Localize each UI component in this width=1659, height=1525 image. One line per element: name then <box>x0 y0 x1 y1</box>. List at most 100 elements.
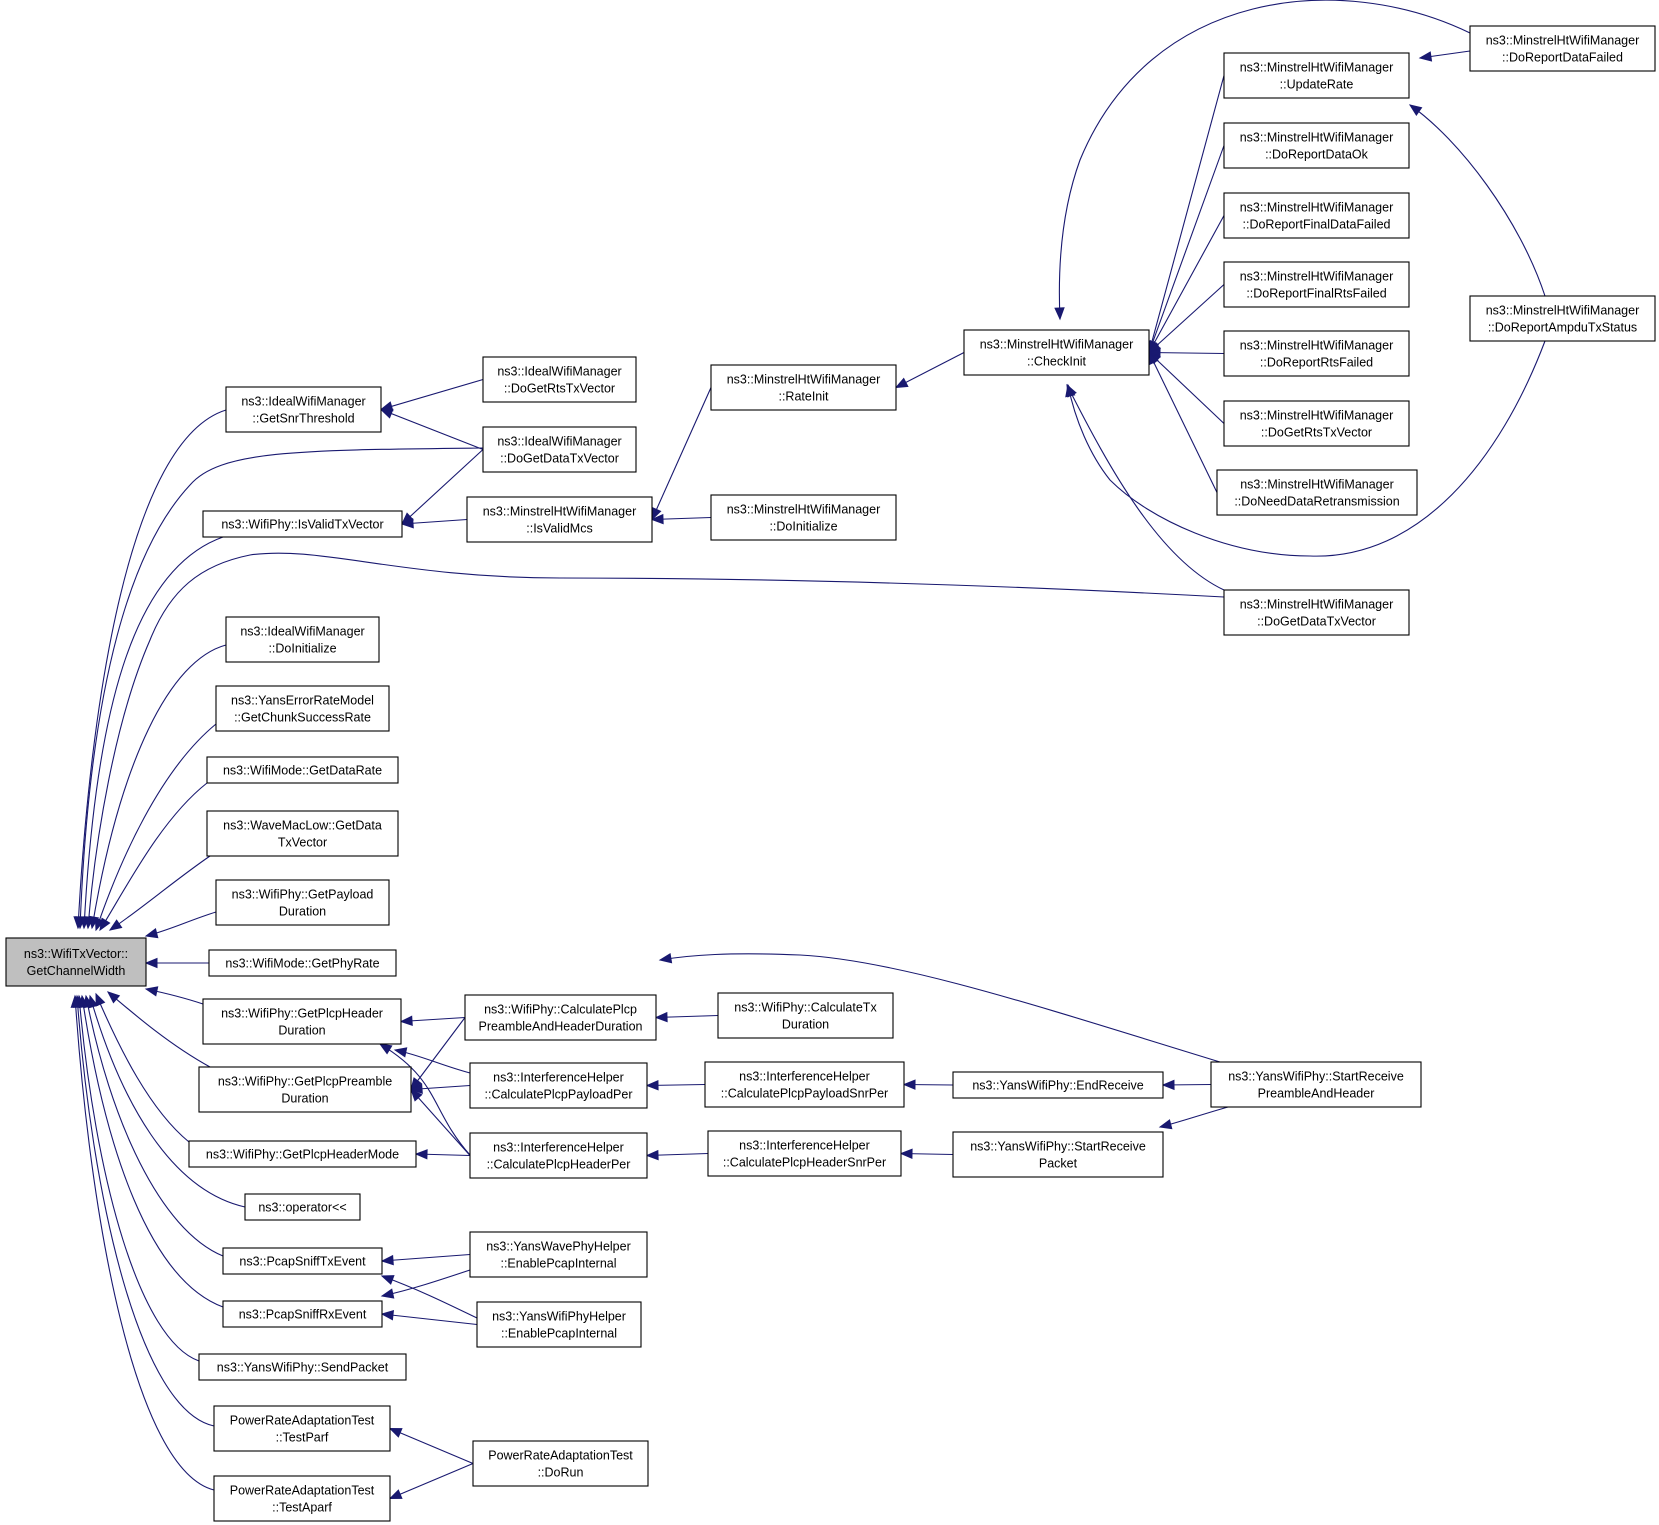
node-mht_doneeddata[interactable]: ns3::MinstrelHtWifiManager::DoNeedDataRe… <box>1216 469 1418 516</box>
node-mht_dogetrts[interactable]: ns3::MinstrelHtWifiManager::DoGetRtsTxVe… <box>1223 400 1410 447</box>
node-box <box>213 1405 391 1452</box>
edge-test_dorun-to-test_parf <box>388 1427 474 1465</box>
node-mht_doinit[interactable]: ns3::MinstrelHtWifiManager::DoInitialize <box>710 494 897 541</box>
node-mht_reportfinalrts[interactable]: ns3::MinstrelHtWifiManager::DoReportFina… <box>1223 261 1410 308</box>
edge-arrowhead <box>106 991 121 1004</box>
node-label-line: ns3::MinstrelHtWifiManager <box>1240 61 1394 75</box>
node-yans_sendpacket[interactable]: ns3::YansWifiPhy::SendPacket <box>198 1353 407 1381</box>
edge-arrowhead <box>70 994 82 1008</box>
node-wifimode_phyrate[interactable]: ns3::WifiMode::GetPhyRate <box>208 949 397 977</box>
node-pcap_tx[interactable]: ns3::PcapSniffTxEvent <box>222 1247 383 1275</box>
node-ih_headerper[interactable]: ns3::InterferenceHelper::CalculatePlcpHe… <box>469 1132 648 1179</box>
node-isvalidtx[interactable]: ns3::WifiPhy::IsValidTxVector <box>202 510 403 538</box>
edge-line <box>76 995 215 1427</box>
edge-mht_reportdataok-to-mht_checkinit <box>1147 145 1225 354</box>
node-box <box>1223 192 1410 239</box>
edge-mht_updaterate-to-mht_checkinit <box>1146 75 1225 354</box>
node-box <box>472 1440 649 1487</box>
node-ideal_doinit[interactable]: ns3::IdealWifiManager::DoInitialize <box>225 616 380 663</box>
edge-mht_ampdu-to-mht_updaterate <box>1408 104 1546 297</box>
edge-line <box>410 1017 466 1090</box>
edge-arrowhead <box>902 1079 916 1090</box>
node-wifimode_datarate[interactable]: ns3::WifiMode::GetDataRate <box>206 756 399 784</box>
edge-mht_doinit-to-mht_isvalidmcs <box>650 513 712 525</box>
node-pcap_rx[interactable]: ns3::PcapSniffRxEvent <box>222 1300 383 1328</box>
node-mht_reportrtsfailed[interactable]: ns3::MinstrelHtWifiManager::DoReportRtsF… <box>1223 330 1410 377</box>
node-phy_hdrmode[interactable]: ns3::WifiPhy::GetPlcpHeaderMode <box>188 1140 417 1168</box>
node-mht_ampdu[interactable]: ns3::MinstrelHtWifiManager::DoReportAmpd… <box>1469 295 1656 342</box>
node-yans_endreceive[interactable]: ns3::YansWifiPhy::EndReceive <box>952 1071 1164 1099</box>
node-mht_isvalidmcs[interactable]: ns3::MinstrelHtWifiManager::IsValidMcs <box>466 496 653 543</box>
edge-arrowhead <box>410 1088 423 1102</box>
node-label-line: ns3::MinstrelHtWifiManager <box>1240 478 1394 492</box>
edge-arrowhead <box>658 952 673 964</box>
edge-ih_headersnr-to-ih_headerper <box>645 1149 709 1161</box>
node-box <box>469 1062 648 1109</box>
node-label-line: GetChannelWidth <box>27 964 126 978</box>
node-label-line: Packet <box>1039 1157 1078 1171</box>
node-ideal_dogetdata[interactable]: ns3::IdealWifiManager::DoGetDataTxVector <box>482 426 637 473</box>
node-root[interactable]: ns3::WifiTxVector::GetChannelWidth <box>5 937 147 987</box>
node-yans_errchunk[interactable]: ns3::YansErrorRateModel::GetChunkSuccess… <box>215 685 390 732</box>
edge-arrowhead <box>1158 1119 1173 1130</box>
node-box <box>469 1132 648 1179</box>
edge-arrowhead <box>1408 104 1423 116</box>
node-box <box>1469 295 1656 342</box>
edge-line <box>1409 104 1546 297</box>
node-op_lshift[interactable]: ns3::operator<< <box>244 1193 361 1221</box>
edge-mht_dogetdata-to-root <box>83 552 1225 930</box>
edge-line <box>1058 0 1471 320</box>
node-mht_dogetdata[interactable]: ns3::MinstrelHtWifiManager::DoGetDataTxV… <box>1223 589 1410 636</box>
edge-arrowhead <box>108 919 123 931</box>
node-mht_checkinit[interactable]: ns3::MinstrelHtWifiManager::CheckInit <box>963 329 1150 376</box>
node-mht_updaterate[interactable]: ns3::MinstrelHtWifiManager::UpdateRate <box>1223 52 1410 99</box>
node-yans_startrxpreamble[interactable]: ns3::YansWifiPhy::StartReceivePreambleAn… <box>1210 1061 1422 1108</box>
node-ih_payloadsnr[interactable]: ns3::InterferenceHelper::CalculatePlcpPa… <box>704 1061 905 1108</box>
node-ideal_dogetrts[interactable]: ns3::IdealWifiManager::DoGetRtsTxVector <box>482 356 637 403</box>
node-label-line: ::CalculatePlcpHeaderSnrPer <box>723 1156 886 1170</box>
edge-arrowhead <box>393 1047 408 1058</box>
node-calc_preamblehdr[interactable]: ns3::WifiPhy::CalculatePlcpPreambleAndHe… <box>464 994 657 1041</box>
edge-arrowhead <box>380 1310 395 1321</box>
node-label-line: ::DoInitialize <box>769 520 837 534</box>
node-label-line: ns3::YansWifiPhy::EndReceive <box>972 1079 1143 1093</box>
edge-line <box>1067 340 1546 557</box>
node-box <box>952 1131 1164 1178</box>
node-label-line: ::CalculatePlcpPayloadPer <box>485 1088 633 1102</box>
edge-line <box>83 536 224 929</box>
edge-arrowhead <box>144 986 159 997</box>
node-label-line: ns3::WifiPhy::IsValidTxVector <box>221 518 383 532</box>
node-label-line: ns3::InterferenceHelper <box>493 1071 624 1085</box>
node-box <box>1223 330 1410 377</box>
node-ih_headersnr[interactable]: ns3::InterferenceHelper::CalculatePlcpHe… <box>707 1130 902 1177</box>
node-test_dorun[interactable]: PowerRateAdaptationTest::DoRun <box>472 1440 649 1487</box>
node-mht_reportdataok[interactable]: ns3::MinstrelHtWifiManager::DoReportData… <box>1223 122 1410 169</box>
node-test_parf[interactable]: PowerRateAdaptationTest::TestParf <box>213 1405 391 1452</box>
edge-line <box>651 387 712 520</box>
node-yanshelper_enablepcap[interactable]: ns3::YansWifiPhyHelper::EnablePcapIntern… <box>476 1301 642 1348</box>
node-label-line: ::GetChunkSuccessRate <box>234 711 371 725</box>
node-mht_reportdatafailed[interactable]: ns3::MinstrelHtWifiManager::DoReportData… <box>1469 25 1656 72</box>
edge-mht_reportdatafailed-to-mht_checkinit <box>1054 0 1471 321</box>
node-test_aparf[interactable]: PowerRateAdaptationTest::TestAparf <box>213 1475 391 1522</box>
node-label-line: ns3::MinstrelHtWifiManager <box>1240 339 1394 353</box>
node-label-line: ::TestParf <box>276 1431 329 1445</box>
node-wave_enablepcap[interactable]: ns3::YansWavePhyHelper::EnablePcapIntern… <box>469 1231 648 1278</box>
node-wavemac[interactable]: ns3::WaveMacLow::GetDataTxVector <box>206 810 399 857</box>
edge-arrowhead <box>388 1489 403 1500</box>
node-label-line: ::RateInit <box>778 390 829 404</box>
node-ih_payloadper[interactable]: ns3::InterferenceHelper::CalculatePlcpPa… <box>469 1062 648 1109</box>
edge-arrowhead <box>400 517 414 529</box>
node-label-line: ns3::WifiPhy::GetPlcpPreamble <box>218 1075 392 1089</box>
node-mht_reportfinaldata[interactable]: ns3::MinstrelHtWifiManager::DoReportFina… <box>1223 192 1410 239</box>
node-ideal_getsnr[interactable]: ns3::IdealWifiManager::GetSnrThreshold <box>225 386 382 433</box>
node-label-line: ns3::InterferenceHelper <box>739 1070 870 1084</box>
node-label-line: ::CalculatePlcpPayloadSnrPer <box>721 1087 888 1101</box>
node-mht_rateinit[interactable]: ns3::MinstrelHtWifiManager::RateInit <box>710 364 897 411</box>
